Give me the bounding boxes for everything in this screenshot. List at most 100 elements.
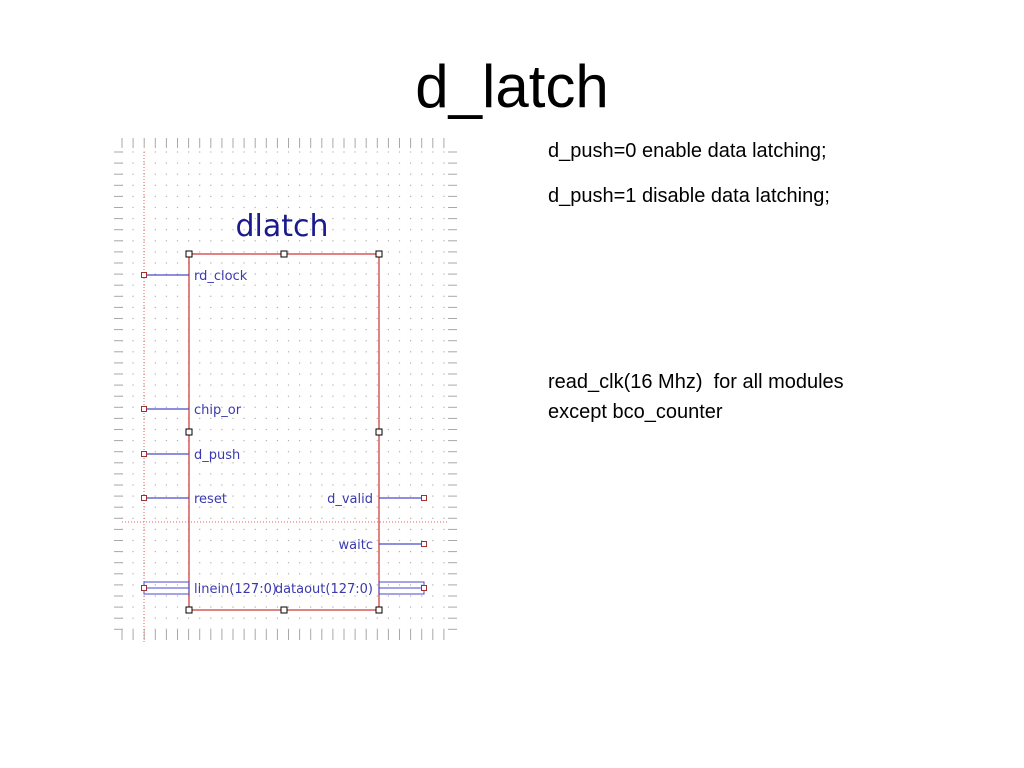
grid-dot (232, 340, 234, 342)
grid-dot (176, 206, 179, 209)
grid-dot (432, 440, 434, 442)
grid-dot (299, 562, 301, 564)
grid-dot (221, 406, 223, 408)
grid-dot (332, 340, 334, 342)
grid-dot (199, 195, 201, 197)
grid-dot (365, 206, 367, 209)
grid-dot (365, 528, 367, 530)
grid-dot (210, 517, 212, 519)
grid-dot (232, 151, 234, 153)
grid-dot (254, 451, 256, 453)
grid-dot (176, 262, 179, 264)
grid-dot (310, 384, 312, 386)
grid-dot (299, 295, 301, 297)
grid-dot (265, 229, 267, 231)
grid-dot (210, 551, 212, 553)
grid-dot (154, 262, 156, 264)
grid-dot (365, 340, 367, 342)
grid-dot (132, 251, 134, 253)
input-pin-chip-or[interactable]: chip_or (141, 403, 242, 418)
grid-dot (321, 195, 323, 197)
grid-dot (343, 562, 345, 564)
grid-dot (310, 329, 312, 331)
grid-dot (132, 317, 134, 320)
grid-dot (354, 440, 356, 442)
grid-dot (398, 195, 401, 197)
grid-dot (310, 528, 312, 530)
grid-dot (354, 584, 356, 586)
grid-dot (221, 584, 223, 586)
grid-dot (132, 551, 134, 553)
grid-dot (165, 617, 167, 619)
handle-middle-left (185, 428, 193, 436)
output-pin-waitc[interactable]: waitc (339, 538, 427, 553)
grid-dot (354, 417, 356, 419)
input-pin-d-push[interactable]: d_push (141, 448, 241, 463)
grid-dot (265, 595, 267, 597)
grid-dot (199, 584, 201, 586)
grid-dot (232, 506, 234, 508)
grid-dot (210, 173, 212, 175)
grid-dot (121, 395, 123, 397)
grid-dot (121, 206, 123, 209)
grid-dot (299, 517, 301, 519)
grid-dot (365, 306, 367, 308)
grid-dot (276, 295, 278, 297)
grid-dot (143, 195, 145, 197)
grid-dot (321, 362, 323, 364)
grid-dot (299, 451, 301, 453)
grid-dot (321, 218, 323, 220)
grid-dot (299, 484, 301, 486)
grid-dot (132, 195, 134, 197)
output-bus-dataout[interactable]: dataout(127:0) (275, 581, 427, 597)
grid-dot (276, 284, 278, 286)
grid-dot (343, 195, 345, 197)
grid-dot (243, 506, 245, 508)
grid-dot (376, 184, 378, 186)
grid-dot (299, 495, 301, 497)
grid-dot (398, 162, 401, 164)
grid-dot (321, 306, 323, 308)
grid-dot (443, 617, 445, 619)
grid-dot (154, 395, 156, 397)
grid-dot (210, 295, 212, 297)
grid-dot (310, 295, 312, 297)
grid-dot (410, 506, 412, 508)
grid-dot (199, 617, 201, 619)
grid-dot (165, 384, 167, 386)
grid-dot (365, 195, 367, 197)
grid-dot (398, 351, 401, 353)
grid-dot (210, 218, 212, 220)
input-pin-rd-clock[interactable]: rd_clock (141, 269, 248, 284)
grid-dot (432, 251, 434, 253)
grid-dot (287, 195, 290, 197)
grid-dot (421, 329, 423, 331)
grid-dot (232, 317, 234, 320)
grid-dot (243, 428, 245, 431)
grid-dot (354, 362, 356, 364)
grid-dot (321, 340, 323, 342)
grid-dot (287, 384, 290, 386)
grid-dot (354, 484, 356, 486)
grid-dot (254, 329, 256, 331)
grid-dot (343, 240, 345, 242)
grid-dot (387, 495, 389, 497)
grid-dot (276, 151, 278, 153)
grid-dot (243, 251, 245, 253)
grid-dot (210, 184, 212, 186)
grid-dot (154, 484, 156, 486)
grid-dot (398, 151, 401, 153)
input-bus-linein[interactable]: linein(127:0) (141, 581, 277, 597)
grid-dot (443, 440, 445, 442)
grid-dot (265, 162, 267, 164)
grid-dot (421, 484, 423, 486)
grid-dot (221, 218, 223, 220)
grid-dot (276, 606, 278, 608)
output-pin-d-valid[interactable]: d_valid (327, 492, 427, 507)
input-pin-reset[interactable]: reset (141, 492, 227, 507)
grid-dot (398, 428, 401, 431)
grid-dot (210, 229, 212, 231)
grid-dot (410, 539, 412, 542)
grid-dot (376, 484, 378, 486)
grid-dot (398, 495, 401, 497)
